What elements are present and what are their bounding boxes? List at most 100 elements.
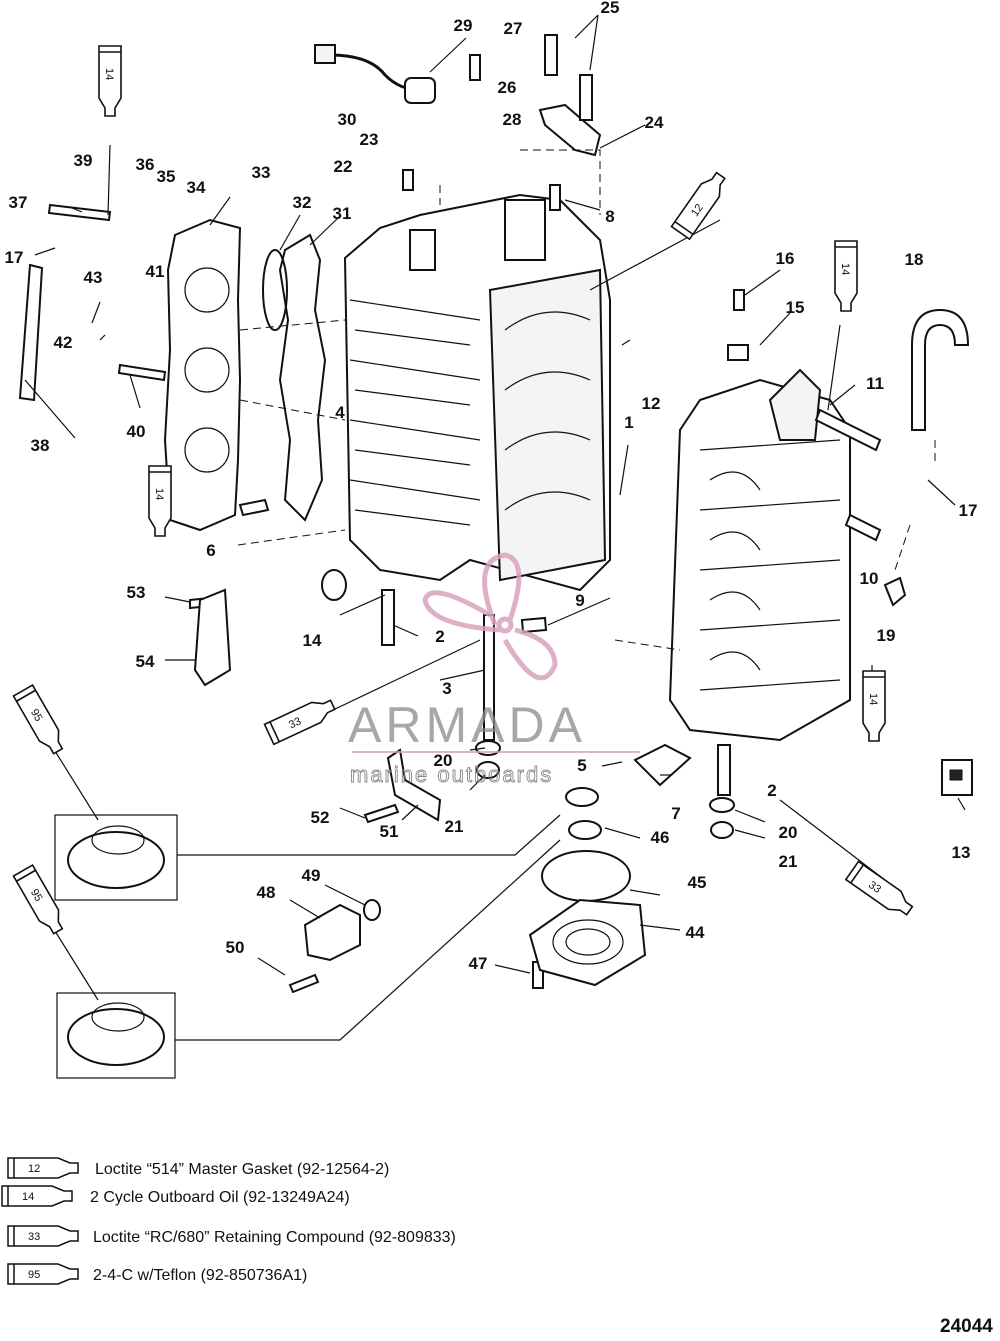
callout-11: 11 bbox=[866, 374, 884, 393]
callout-2: 2 bbox=[767, 781, 776, 800]
nut-21-left bbox=[476, 761, 500, 779]
callout-25: 25 bbox=[601, 0, 620, 17]
sealant-tube-14: 14 bbox=[862, 670, 886, 742]
stud-2-left bbox=[381, 589, 395, 646]
callout-24: 24 bbox=[645, 113, 664, 132]
tube-code: 95 bbox=[28, 707, 45, 724]
sealant-tube-14: 14 bbox=[98, 45, 122, 117]
sealant-tube-14: 14 bbox=[834, 240, 858, 312]
callout-50: 50 bbox=[226, 938, 245, 957]
legend-label: Loctite “514” Master Gasket (92-12564-2) bbox=[95, 1161, 389, 1178]
legend-code: 33 bbox=[28, 1231, 40, 1243]
callout-42: 42 bbox=[54, 333, 73, 352]
crankcase-cover bbox=[668, 368, 851, 742]
callout-17: 17 bbox=[959, 501, 978, 520]
callout-36: 36 bbox=[136, 155, 155, 174]
callout-20: 20 bbox=[779, 823, 798, 842]
plug-14 bbox=[321, 569, 347, 601]
sealant-tube-12: 12 bbox=[670, 171, 726, 241]
callout-28: 28 bbox=[503, 110, 522, 129]
legend-label: Loctite “RC/680” Retaining Compound (92-… bbox=[93, 1229, 456, 1246]
legend-row-33: 33 Loctite “RC/680” Retaining Compound (… bbox=[7, 1225, 456, 1247]
callout-12: 12 bbox=[642, 394, 661, 413]
retainer-15 bbox=[727, 344, 749, 361]
callout-10: 10 bbox=[860, 569, 879, 588]
seal-46-upper bbox=[565, 787, 599, 807]
legend-row-14: 14 2 Cycle Outboard Oil (92-13249A24) bbox=[1, 1185, 350, 1207]
sealant-tube-95: 95 bbox=[12, 863, 64, 935]
callout-30: 30 bbox=[338, 110, 357, 129]
legend: 12 Loctite “514” Master Gasket (92-12564… bbox=[1, 1157, 456, 1285]
callout-49: 49 bbox=[302, 866, 321, 885]
watermark-tagline: marine outboards bbox=[350, 762, 553, 787]
callout-32: 32 bbox=[293, 193, 312, 212]
callout-7: 7 bbox=[671, 804, 680, 823]
seal-detail-lower bbox=[56, 992, 176, 1079]
watermark: ARMADA marine outboards bbox=[348, 552, 640, 787]
watermark-propeller-logo bbox=[422, 552, 558, 681]
plate-51 bbox=[386, 748, 442, 822]
callout-44: 44 bbox=[686, 923, 705, 942]
tube-code: 14 bbox=[867, 693, 879, 705]
sensor-assembly bbox=[314, 44, 436, 104]
fitting-19 bbox=[883, 576, 907, 607]
legend-label: 2 Cycle Outboard Oil (92-13249A24) bbox=[90, 1189, 350, 1206]
callout-54: 54 bbox=[136, 652, 155, 671]
callout-18: 18 bbox=[905, 250, 924, 269]
callout-35: 35 bbox=[157, 167, 176, 186]
legend-row-12: 12 Loctite “514” Master Gasket (92-12564… bbox=[7, 1157, 389, 1179]
callout-31: 31 bbox=[333, 204, 352, 223]
o-ring-32 bbox=[262, 249, 288, 331]
bolts bbox=[47, 34, 882, 994]
tube-code: 12 bbox=[689, 202, 706, 219]
tube-code: 14 bbox=[103, 68, 115, 80]
tube-code: 14 bbox=[839, 263, 851, 275]
callout-17: 17 bbox=[5, 248, 24, 267]
callout-51: 51 bbox=[380, 822, 399, 841]
callout-23: 23 bbox=[360, 130, 379, 149]
legend-label: 2-4-C w/Teflon (92-850736A1) bbox=[93, 1267, 307, 1284]
sealant-tube-95: 95 bbox=[12, 683, 64, 755]
watermark-brand: ARMADA bbox=[348, 697, 586, 753]
washer-20-right bbox=[709, 797, 735, 813]
tube-code: 95 bbox=[28, 887, 45, 904]
tube-code: 14 bbox=[153, 488, 165, 500]
sealant-tube-33: 33 bbox=[263, 699, 336, 746]
cylinder-head-cover bbox=[163, 218, 242, 532]
legend-code: 14 bbox=[22, 1191, 34, 1203]
nut-21-right bbox=[710, 821, 734, 839]
callout-53: 53 bbox=[127, 583, 146, 602]
sealant-tube-14: 14 bbox=[148, 465, 172, 537]
dowel-6 bbox=[238, 498, 270, 517]
callout-14: 14 bbox=[303, 631, 322, 650]
callout-22: 22 bbox=[334, 157, 353, 176]
callout-21: 21 bbox=[445, 817, 464, 836]
gasket-31 bbox=[278, 233, 327, 522]
legend-row-95: 95 2-4-C w/Teflon (92-850736A1) bbox=[7, 1263, 307, 1285]
callout-29: 29 bbox=[454, 16, 473, 35]
hose-18 bbox=[911, 308, 970, 431]
bleed-fitting-48 bbox=[303, 903, 361, 962]
legend-code: 95 bbox=[28, 1269, 40, 1281]
diagram-number: 24044 bbox=[940, 1316, 993, 1337]
stud-2-right bbox=[717, 744, 731, 796]
callout-37: 37 bbox=[9, 193, 28, 212]
dowel-9 bbox=[520, 616, 548, 634]
callout-48: 48 bbox=[257, 883, 276, 902]
callout-21: 21 bbox=[779, 852, 798, 871]
seal-detail-upper bbox=[54, 814, 178, 901]
callout-6: 6 bbox=[206, 541, 215, 560]
fitting-7 bbox=[633, 743, 692, 787]
callout-40: 40 bbox=[127, 422, 146, 441]
dashed-assembly-lines bbox=[237, 149, 936, 651]
o-ring-45 bbox=[541, 850, 631, 902]
callout-16: 16 bbox=[776, 249, 795, 268]
callout-43: 43 bbox=[84, 268, 103, 287]
callout-4: 4 bbox=[335, 403, 345, 422]
callout-47: 47 bbox=[469, 954, 488, 973]
callout-3: 3 bbox=[442, 679, 451, 698]
callout-2: 2 bbox=[435, 627, 444, 646]
insert-13-inner bbox=[949, 769, 963, 781]
